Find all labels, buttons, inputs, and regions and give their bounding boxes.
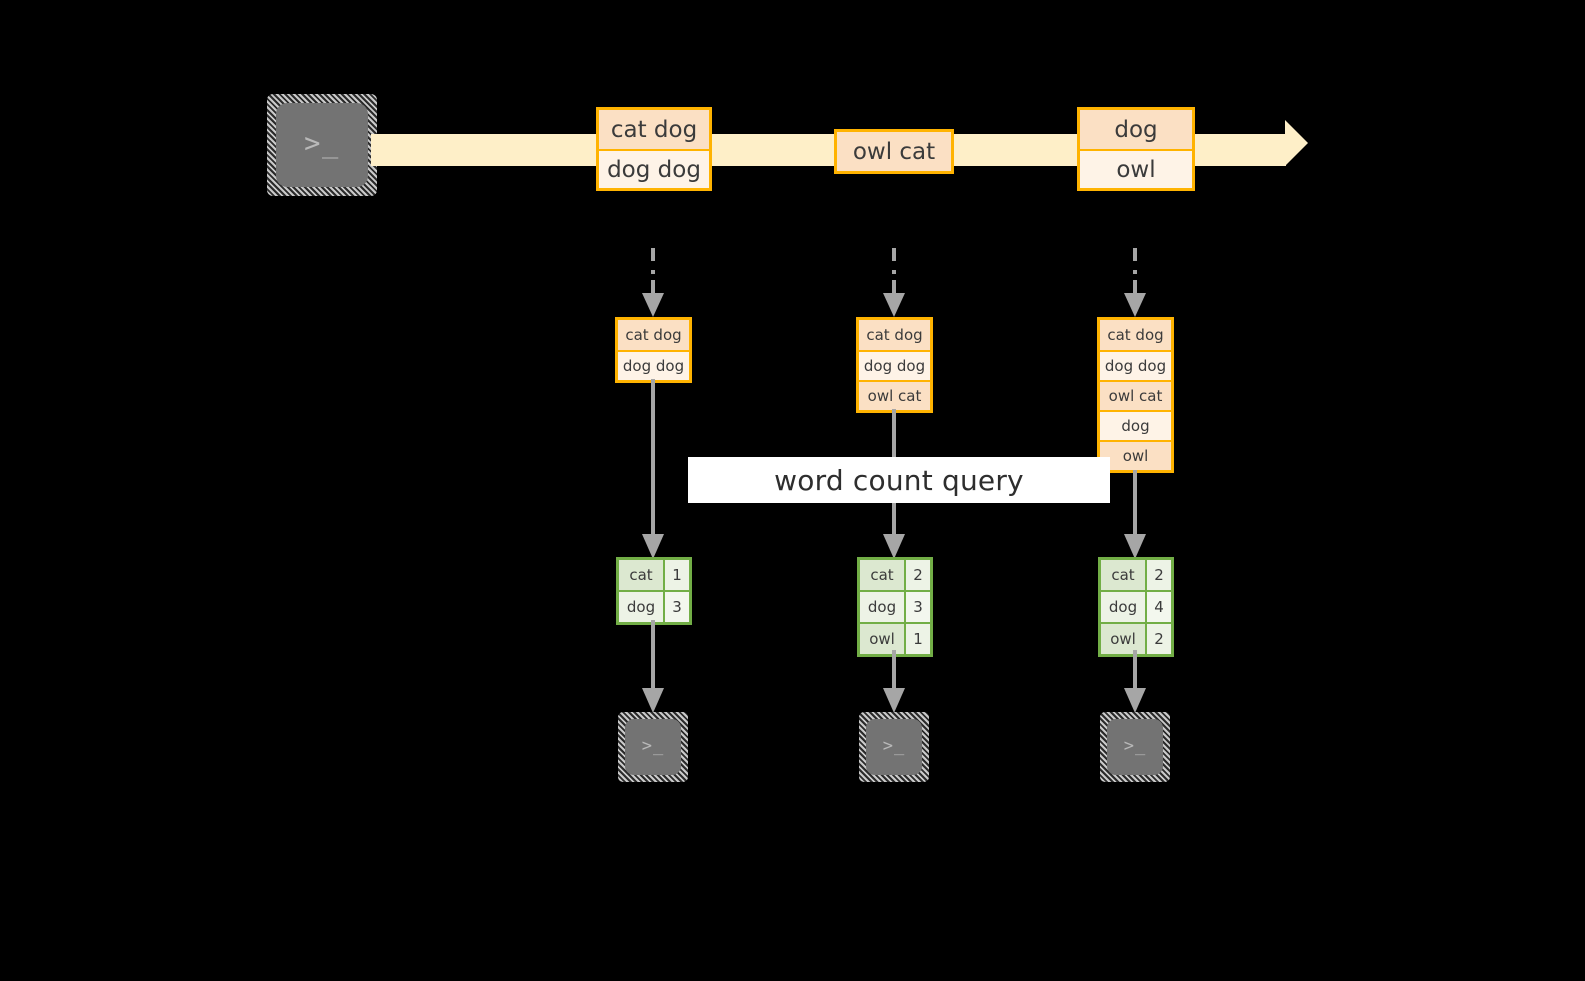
terminal-prompt-glyph: >_ <box>882 735 906 756</box>
result-table-3: cat 2 dog 4 owl 2 <box>1098 557 1174 657</box>
terminal-body <box>1107 719 1163 775</box>
result-3-word-1: cat <box>1101 560 1145 590</box>
state-3-row-2: dog dog <box>1100 350 1171 380</box>
table-row: owl 1 <box>860 622 930 654</box>
accumulated-state-3: cat dog dog dog owl cat dog owl <box>1097 317 1174 473</box>
state-1-row-2: dog dog <box>618 350 689 380</box>
stream-event-3-cell-2: owl <box>1080 149 1192 188</box>
connector-result-to-consumer-3 <box>1124 650 1146 713</box>
state-2-row-2: dog dog <box>859 350 930 380</box>
stream-event-1-cell-2: dog dog <box>599 149 709 188</box>
producer-terminal-icon: >_ <box>267 94 377 196</box>
state-2-row-3: owl cat <box>859 380 930 410</box>
state-1-row-1: cat dog <box>618 320 689 350</box>
result-table-1: cat 1 dog 3 <box>616 557 692 625</box>
table-row: dog 4 <box>1101 590 1171 622</box>
query-label: word count query <box>774 463 1024 497</box>
consumer-terminal-icon-2: >_ <box>859 712 929 782</box>
accumulated-state-1: cat dog dog dog <box>615 317 692 383</box>
stream-event-2-cell-1: owl cat <box>837 132 951 171</box>
result-2-word-2: dog <box>860 592 904 622</box>
result-3-word-2: dog <box>1101 592 1145 622</box>
state-2-row-1: cat dog <box>859 320 930 350</box>
stream-event-3: dog owl <box>1077 107 1195 191</box>
stream-event-1: cat dog dog dog <box>596 107 712 191</box>
result-2-count-3: 1 <box>904 624 930 654</box>
table-row: cat 2 <box>1101 560 1171 590</box>
result-1-count-1: 1 <box>663 560 689 590</box>
result-3-count-1: 2 <box>1145 560 1171 590</box>
result-3-count-2: 4 <box>1145 592 1171 622</box>
state-3-row-1: cat dog <box>1100 320 1171 350</box>
result-1-count-2: 3 <box>663 592 689 622</box>
table-row: cat 2 <box>860 560 930 590</box>
terminal-body <box>625 719 681 775</box>
terminal-prompt-glyph: >_ <box>304 127 340 159</box>
table-row: cat 1 <box>619 560 689 590</box>
connector-state-to-result-1 <box>642 379 664 559</box>
terminal-body <box>276 103 368 187</box>
result-table-2: cat 2 dog 3 owl 1 <box>857 557 933 657</box>
result-2-count-2: 3 <box>904 592 930 622</box>
stream-event-3-cell-1: dog <box>1080 110 1192 149</box>
result-1-word-2: dog <box>619 592 663 622</box>
accumulated-state-2: cat dog dog dog owl cat <box>856 317 933 413</box>
table-row: owl 2 <box>1101 622 1171 654</box>
terminal-prompt-glyph: >_ <box>641 735 665 756</box>
result-2-count-1: 2 <box>904 560 930 590</box>
connector-result-to-consumer-1 <box>642 620 664 713</box>
terminal-prompt-glyph: >_ <box>1123 735 1147 756</box>
state-3-row-3: owl cat <box>1100 380 1171 410</box>
state-3-row-4: dog <box>1100 410 1171 440</box>
result-2-word-3: owl <box>860 624 904 654</box>
state-3-row-5: owl <box>1100 440 1171 470</box>
terminal-body <box>866 719 922 775</box>
result-3-word-3: owl <box>1101 624 1145 654</box>
connector-result-to-consumer-2 <box>883 650 905 713</box>
stream-event-2: owl cat <box>834 129 954 174</box>
consumer-terminal-icon-1: >_ <box>618 712 688 782</box>
result-1-word-1: cat <box>619 560 663 590</box>
table-row: dog 3 <box>860 590 930 622</box>
result-3-count-3: 2 <box>1145 624 1171 654</box>
table-row: dog 3 <box>619 590 689 622</box>
connector-stream-to-state-3 <box>1124 248 1146 317</box>
stream-event-1-cell-1: cat dog <box>599 110 709 149</box>
result-2-word-1: cat <box>860 560 904 590</box>
connector-stream-to-state-2 <box>883 248 905 317</box>
query-band: word count query <box>688 457 1110 503</box>
connector-stream-to-state-1 <box>642 248 664 317</box>
arrow-right-icon <box>1285 120 1308 166</box>
consumer-terminal-icon-3: >_ <box>1100 712 1170 782</box>
connector-state-to-result-3 <box>1124 470 1146 559</box>
